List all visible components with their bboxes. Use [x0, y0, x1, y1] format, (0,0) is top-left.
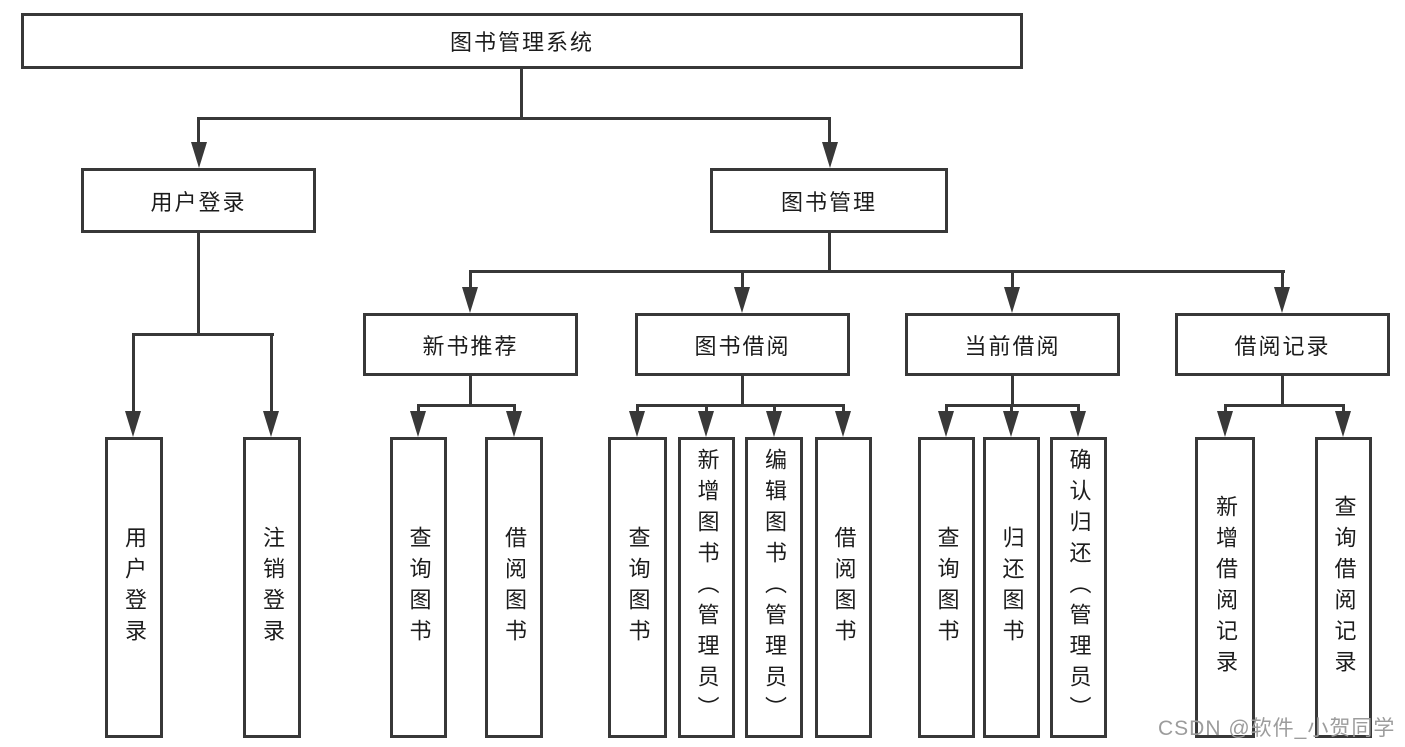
connector-vline — [197, 232, 200, 335]
arrow-down-icon — [835, 411, 851, 437]
arrow-down-icon — [263, 411, 279, 437]
connector-vline — [1011, 270, 1014, 290]
node-label: 图书管理 — [780, 189, 877, 215]
connector-vline — [469, 270, 472, 290]
leaf-label: 借阅图书 — [502, 525, 527, 650]
arrow-down-icon — [1274, 287, 1290, 313]
leaf-label: 借阅图书 — [831, 525, 857, 650]
arrow-down-icon — [410, 411, 426, 437]
leaf-borrow-books-recommend: 借阅图书 — [485, 437, 543, 738]
connector-vline — [741, 376, 744, 406]
arrow-down-icon — [1003, 411, 1019, 437]
arrow-down-icon — [191, 142, 207, 168]
leaf-query-borrow-record: 查询借阅记录 — [1315, 437, 1372, 738]
leaf-label: 查询图书 — [934, 525, 960, 650]
csdn-watermark: CSDN @软件_小贺同学 — [1158, 717, 1396, 740]
connector-vline — [132, 333, 135, 413]
leaf-borrow-books: 借阅图书 — [815, 437, 872, 738]
arrow-down-icon — [506, 411, 522, 437]
connector-vline — [945, 404, 948, 414]
connector-vline — [417, 404, 420, 414]
connector-vline — [197, 117, 200, 145]
leaf-label: 编辑图书（管理员） — [762, 448, 787, 727]
leaf-label: 用户登录 — [122, 525, 147, 650]
connector-vline — [1281, 270, 1284, 290]
leaf-label: 查询借阅记录 — [1331, 494, 1357, 681]
node-borrow-records: 借阅记录 — [1175, 313, 1390, 376]
node-library-system: 图书管理系统 — [21, 13, 1023, 69]
connector-vline — [1077, 404, 1080, 414]
arrow-down-icon — [462, 287, 478, 313]
connector-hline — [132, 333, 274, 336]
leaf-label: 查询图书 — [406, 525, 432, 650]
arrow-down-icon — [125, 411, 141, 437]
connector-vline — [270, 333, 273, 413]
connector-vline — [636, 404, 639, 414]
connector-vline — [1224, 404, 1227, 414]
connector-hline — [1224, 404, 1345, 407]
arrow-down-icon — [1070, 411, 1086, 437]
connector-hline — [197, 117, 831, 120]
connector-hline — [417, 404, 516, 407]
connector-vline — [828, 233, 831, 273]
leaf-query-books-current: 查询图书 — [918, 437, 975, 738]
connector-vline — [520, 69, 523, 120]
connector-vline — [513, 404, 516, 414]
connector-vline — [842, 404, 845, 414]
node-label: 图书管理系统 — [449, 30, 594, 55]
leaf-label: 查询图书 — [625, 525, 651, 650]
arrow-down-icon — [1217, 411, 1233, 437]
leaf-return-book: 归还图书 — [983, 437, 1040, 738]
connector-hline — [636, 404, 845, 407]
node-user-login: 用户登录 — [81, 168, 316, 233]
leaf-add-borrow-record: 新增借阅记录 — [1195, 437, 1255, 738]
connector-vline — [1010, 404, 1013, 414]
node-current-borrow: 当前借阅 — [905, 313, 1120, 376]
leaf-label: 新增图书（管理员） — [694, 448, 720, 727]
connector-vline — [828, 117, 831, 145]
node-label: 当前借阅 — [964, 333, 1061, 359]
arrow-down-icon — [938, 411, 954, 437]
leaf-confirm-return-admin: 确认归还（管理员） — [1050, 437, 1107, 738]
leaf-label: 归还图书 — [999, 525, 1025, 650]
node-label: 图书借阅 — [694, 333, 791, 359]
connector-vline — [469, 376, 472, 406]
node-new-book-recommend: 新书推荐 — [363, 313, 578, 376]
connector-hline — [469, 270, 1285, 273]
leaf-logout: 注销登录 — [243, 437, 301, 738]
leaf-add-book-admin: 新增图书（管理员） — [678, 437, 735, 738]
node-book-borrow: 图书借阅 — [635, 313, 850, 376]
connector-vline — [773, 404, 776, 414]
leaf-label: 确认归还（管理员） — [1066, 448, 1092, 727]
connector-vline — [705, 404, 708, 414]
leaf-edit-book-admin: 编辑图书（管理员） — [745, 437, 803, 738]
leaf-label: 新增借阅记录 — [1213, 494, 1238, 681]
connector-vline — [1342, 404, 1345, 414]
connector-vline — [1281, 376, 1284, 406]
node-label: 新书推荐 — [422, 333, 519, 359]
node-label: 借阅记录 — [1234, 333, 1331, 359]
leaf-label: 注销登录 — [260, 525, 285, 650]
connector-vline — [1011, 376, 1014, 406]
leaf-query-books-borrow: 查询图书 — [608, 437, 667, 738]
leaf-user-login: 用户登录 — [105, 437, 163, 738]
arrow-down-icon — [822, 142, 838, 168]
node-label: 用户登录 — [150, 189, 247, 215]
arrow-down-icon — [766, 411, 782, 437]
arrow-down-icon — [698, 411, 714, 437]
arrow-down-icon — [1335, 411, 1351, 437]
node-book-management: 图书管理 — [710, 168, 948, 233]
leaf-query-books-recommend: 查询图书 — [390, 437, 447, 738]
arrow-down-icon — [734, 287, 750, 313]
arrow-down-icon — [629, 411, 645, 437]
connector-vline — [741, 270, 744, 290]
arrow-down-icon — [1004, 287, 1020, 313]
